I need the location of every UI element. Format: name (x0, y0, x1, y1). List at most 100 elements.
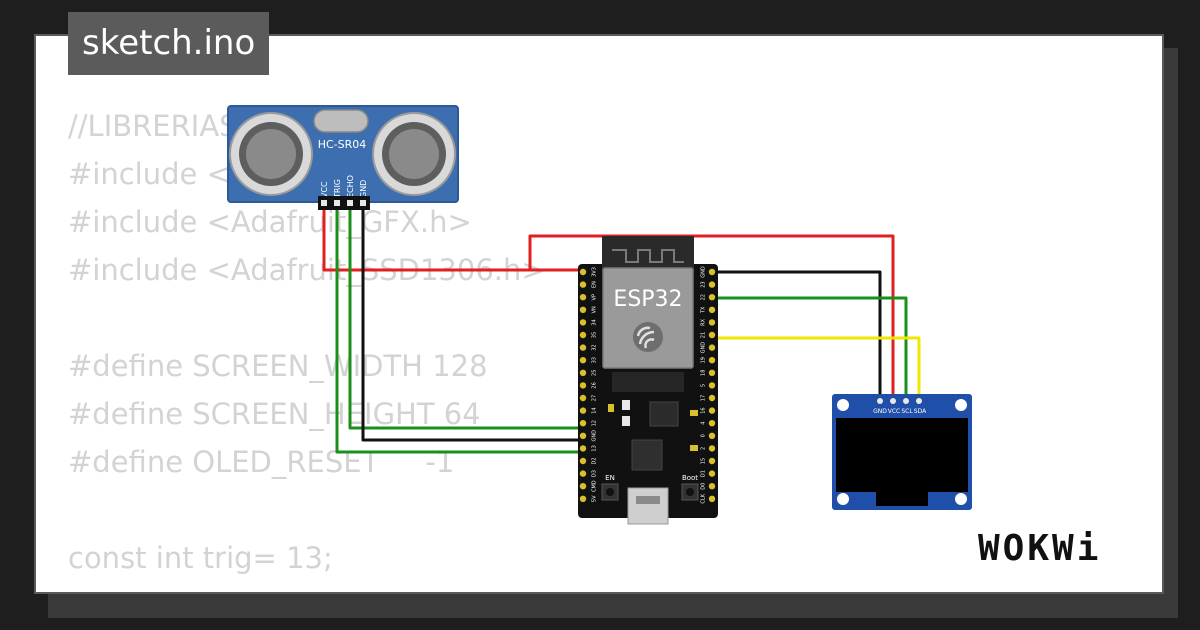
mcu-pin[interactable] (708, 268, 716, 276)
wire-sensor-gnd[interactable] (361, 210, 583, 442)
mcu-pin[interactable] (708, 382, 716, 389)
mcu-pin[interactable] (708, 319, 716, 326)
mcu-pin[interactable] (579, 470, 587, 477)
mcu-pin[interactable] (708, 281, 716, 288)
mcu-pin[interactable] (708, 495, 716, 502)
mcu-pin[interactable] (708, 457, 716, 465)
mcu-pin[interactable] (579, 420, 587, 427)
wokwi-logo: WOKWi (978, 528, 1102, 569)
mcu-pin-headers: 3V3ENVPVN343532332526271412GND13D2D3CMD5… (579, 266, 716, 504)
mcu-pin[interactable] (579, 432, 587, 439)
mcu-pin-label: 16 (701, 407, 707, 413)
mcu-pin[interactable] (708, 483, 716, 490)
mcu-pin-label: 32 (592, 344, 598, 350)
sensor-pin[interactable] (360, 200, 366, 206)
mcu-pin[interactable] (579, 319, 587, 326)
ultrasonic-sensor[interactable]: HC-SR04 VCC TRIG ECHO GND (227, 105, 459, 210)
mcu-pin-label: D2 (592, 457, 598, 464)
mcu-pin[interactable] (579, 457, 587, 465)
mcu-pin[interactable] (579, 294, 587, 301)
oled-mount-hole (837, 399, 849, 411)
mcu-pin[interactable] (579, 382, 587, 389)
mcu-pin[interactable] (579, 344, 587, 351)
usb-chip (631, 439, 663, 471)
mcu-pin-label: 5V (592, 495, 598, 502)
oled-pin[interactable] (916, 398, 922, 404)
sensor-pin[interactable] (347, 200, 353, 206)
mcu-pin[interactable] (579, 495, 587, 502)
boot-label: Boot (682, 474, 698, 482)
sensor-pin-label: VCC (320, 181, 329, 198)
smd-component (690, 410, 698, 416)
mcu-pin-label: 35 (592, 332, 598, 338)
oled-pin[interactable] (877, 398, 883, 404)
mcu-pin[interactable] (708, 306, 716, 313)
mcu-pin-label: RX (701, 318, 707, 325)
sensor-transducer-right (372, 112, 456, 196)
mcu-pin[interactable] (579, 394, 587, 402)
code-line: #define OLED_RESET -1 (68, 445, 455, 479)
mcu-pin[interactable] (579, 281, 587, 288)
mcu-pin-label: 19 (701, 357, 707, 363)
mcu-pin[interactable] (708, 432, 716, 439)
sensor-pin[interactable] (334, 200, 340, 206)
oled-pin[interactable] (890, 398, 896, 404)
mcu-pin[interactable] (579, 445, 587, 452)
usb-port-opening (636, 496, 660, 504)
mcu-pin[interactable] (708, 369, 716, 376)
mcu-pin-label: CMD (592, 480, 598, 492)
mcu-pin[interactable] (708, 420, 716, 427)
mcu-pin-label: TX (701, 306, 707, 314)
mcu-pin[interactable] (708, 407, 716, 414)
wire-sensor-echo[interactable] (348, 210, 583, 430)
mcu-pin[interactable] (708, 394, 716, 402)
mcu-pin[interactable] (708, 331, 716, 339)
wire-oled-scl[interactable] (712, 296, 908, 400)
file-title-tab[interactable]: sketch.ino (68, 12, 270, 75)
mcu-pin-label: 34 (592, 319, 598, 325)
usb-port[interactable] (627, 487, 669, 525)
oled-pin[interactable] (903, 398, 909, 404)
mcu-pin[interactable] (708, 357, 716, 364)
mcu-pin[interactable] (708, 344, 716, 351)
mcu-pin[interactable] (579, 483, 587, 490)
mcu-pin-label: 23 (701, 281, 707, 287)
mcu-pin-label: 5 (701, 384, 707, 387)
mcu-pin-label: 4 (701, 422, 707, 425)
wire-sensor-trig[interactable] (335, 210, 583, 454)
mcu-pin-label: GND (701, 342, 707, 354)
mcu-pin-label: 0 (701, 434, 707, 437)
mcu-pin[interactable] (708, 445, 716, 452)
mcu-pin[interactable] (579, 306, 587, 313)
oled-pin-label: GND (873, 408, 887, 415)
wire-oled-gnd[interactable] (712, 270, 882, 400)
wire-sensor-vcc[interactable] (322, 210, 583, 272)
mcu-pin[interactable] (579, 268, 587, 276)
mcu-pin-label: 13 (592, 445, 598, 451)
oled-mount-hole (955, 493, 967, 505)
wire-oled-sda[interactable] (712, 336, 921, 400)
mcu-pin[interactable] (708, 470, 716, 477)
mcu-pin[interactable] (579, 331, 587, 339)
wire-oled-vcc[interactable] (528, 234, 895, 400)
mcu-pin-label: 26 (592, 382, 598, 388)
sensor-label: HC-SR04 (318, 138, 367, 151)
mcu-module-edge (612, 372, 684, 392)
code-line: const int trig= 13; (68, 541, 333, 575)
mcu-pin[interactable] (579, 407, 587, 414)
mcu-pin-label: 12 (592, 420, 598, 426)
esp32-board[interactable]: ESP32 EN Boot 3V3ENVPVN34353233252627141… (578, 236, 718, 525)
espressif-logo-icon (633, 322, 663, 352)
sensor-transducer-left (229, 112, 313, 196)
oled-display[interactable]: GND VCC SCL SDA (832, 394, 972, 510)
mcu-pin-label: D1 (701, 470, 707, 477)
mcu-pin[interactable] (708, 294, 716, 301)
smd-component (622, 400, 630, 410)
oled-pin-label: VCC (888, 408, 900, 415)
mcu-shield (602, 267, 694, 369)
mcu-pin[interactable] (579, 369, 587, 376)
code-line: #define SCREEN_WIDTH 128 (68, 349, 488, 383)
sensor-pin[interactable] (321, 200, 327, 206)
mcu-pin[interactable] (579, 357, 587, 364)
mcu-pin-label: D3 (592, 470, 598, 477)
